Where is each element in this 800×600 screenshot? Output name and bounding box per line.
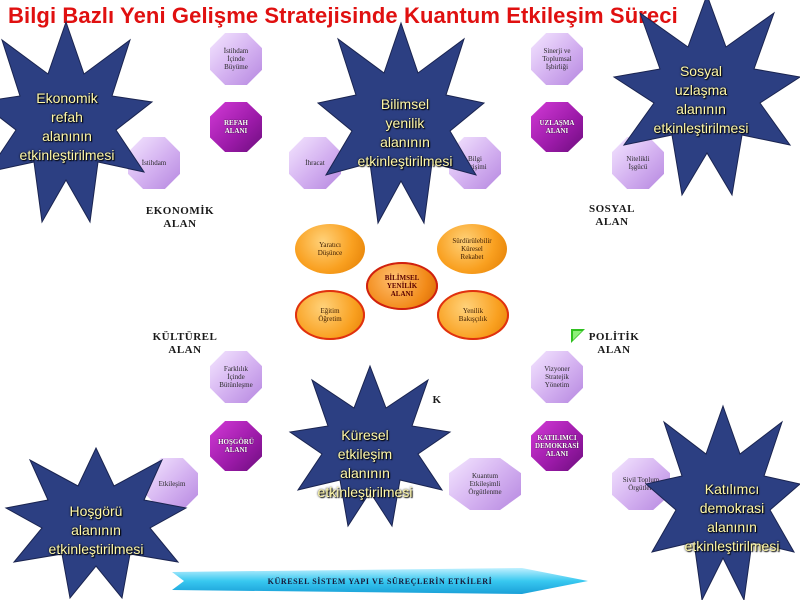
circle-yenilik-bakiscilik: Yenilik Bakışçılık bbox=[437, 290, 509, 340]
star-hosgoru bbox=[4, 446, 188, 600]
area-label-ekonomik: EKONOMİK ALAN bbox=[145, 205, 215, 230]
octagon-hosgoru-alani: HOŞGÖRÜ ALANI bbox=[210, 421, 262, 471]
star-bilimsel bbox=[316, 21, 486, 225]
octagon-label: HOŞGÖRÜ ALANI bbox=[218, 438, 254, 454]
area-label-kulturel: KÜLTÜREL ALAN bbox=[152, 331, 218, 356]
octagon-label: Nitelikli İşgücü bbox=[626, 155, 650, 171]
area-label-sosyal: SOSYAL ALAN bbox=[588, 203, 635, 228]
circle-label: Yaratıcı Düşünce bbox=[317, 241, 343, 257]
octagon-ihracat: İhracat bbox=[289, 137, 341, 189]
octagon-istihdam-icinde-buyume: İstihdam İçinde Büyüme bbox=[210, 33, 262, 85]
star-text-bilimsel: Bilimsel yenilik alanının etkinleştirilm… bbox=[357, 96, 453, 169]
circle-egitim-ogretim: Eğitim Öğretim bbox=[295, 290, 365, 340]
octagon-uzlasma-alani: UZLAŞMA ALANI bbox=[531, 102, 583, 152]
circle-label: BİLİMSEL YENİLİK ALANI bbox=[384, 274, 420, 298]
octagon-label: Sinerji ve Toplumsal İşbirliği bbox=[542, 47, 572, 71]
star-text-kuresel: Küresel etkileşim alanının etkinleştiril… bbox=[317, 427, 413, 500]
octagon-label: KATILIMCI DEMOKRASİ ALANI bbox=[535, 434, 579, 458]
circle-label: Yenilik Bakışçılık bbox=[458, 307, 488, 323]
bottom-banner bbox=[172, 568, 588, 594]
octagon-kuantum: Kuantum Etkileşimli Örgütlenme bbox=[449, 458, 521, 510]
star-text-sosyal: Sosyal uzlaşma alanının etkinleştirilmes… bbox=[653, 63, 749, 136]
star-ekonomik bbox=[0, 20, 154, 224]
bottom-banner-text: KÜRESEL SİSTEM YAPI VE SÜREÇLERİN ETKİLE… bbox=[267, 576, 493, 586]
octagon-label: Etkileşim bbox=[158, 480, 186, 488]
octagon-farklilik: Farklılık İçinde Bütünleşme bbox=[210, 351, 262, 403]
circle-surdurulebilir-rekabet: Sürdürülebilir Küresel Rekabet bbox=[437, 224, 507, 274]
octagon-label: İhracat bbox=[305, 159, 325, 167]
octagon-vizyoner: Vizyoner Stratejik Yönetim bbox=[531, 351, 583, 403]
circle-bilimsel-yenilik-alani: BİLİMSEL YENİLİK ALANI bbox=[366, 262, 438, 310]
area-label-politik: POLİTİK ALAN bbox=[588, 331, 640, 356]
slide-title: Bilgi Bazlı Yeni Gelişme Stratejisinde K… bbox=[8, 3, 678, 28]
star-text-katilimci: Katılımcı demokrasi alanının etkinleştir… bbox=[684, 481, 780, 554]
octagon-katilimci-demokrasi-alani: KATILIMCI DEMOKRASİ ALANI bbox=[531, 421, 583, 471]
check-icon bbox=[571, 329, 585, 343]
octagon-label: REFAH ALANI bbox=[224, 119, 248, 135]
star-text-hosgoru: Hoşgörü alanının etkinleştirilmesi bbox=[48, 502, 144, 557]
octagon-label: UZLAŞMA ALANI bbox=[539, 119, 575, 135]
star-kuresel bbox=[288, 364, 452, 528]
octagon-nitelikli-isgucu: Nitelikli İşgücü bbox=[612, 137, 664, 189]
star-text-ekonomik: Ekonomik refah alanının etkinleştirilmes… bbox=[19, 90, 115, 163]
octagon-label: Bilgi Girişimi bbox=[463, 155, 487, 171]
star-sosyal bbox=[612, 0, 800, 197]
star-katilimci bbox=[644, 404, 800, 600]
octagon-label: İstihdam bbox=[141, 159, 167, 167]
octagon-sinerji: Sinerji ve Toplumsal İşbirliği bbox=[531, 33, 583, 85]
octagon-refah-alani: REFAH ALANI bbox=[210, 102, 262, 152]
circle-yaratici-dusunce: Yaratıcı Düşünce bbox=[295, 224, 365, 274]
circle-label: Eğitim Öğretim bbox=[318, 307, 342, 323]
circle-label: Sürdürülebilir Küresel Rekabet bbox=[452, 237, 492, 261]
octagon-label: Sivil Toplum Örgütleri bbox=[622, 476, 660, 492]
octagon-label: Kuantum Etkileşimli Örgütlenme bbox=[468, 472, 502, 496]
octagon-istihdam: İstihdam bbox=[128, 137, 180, 189]
octagon-label: İstihdam İçinde Büyüme bbox=[223, 47, 249, 71]
octagon-label: Vizyoner Stratejik Yönetim bbox=[544, 365, 570, 389]
octagon-label: Farklılık İçinde Bütünleşme bbox=[219, 365, 253, 389]
